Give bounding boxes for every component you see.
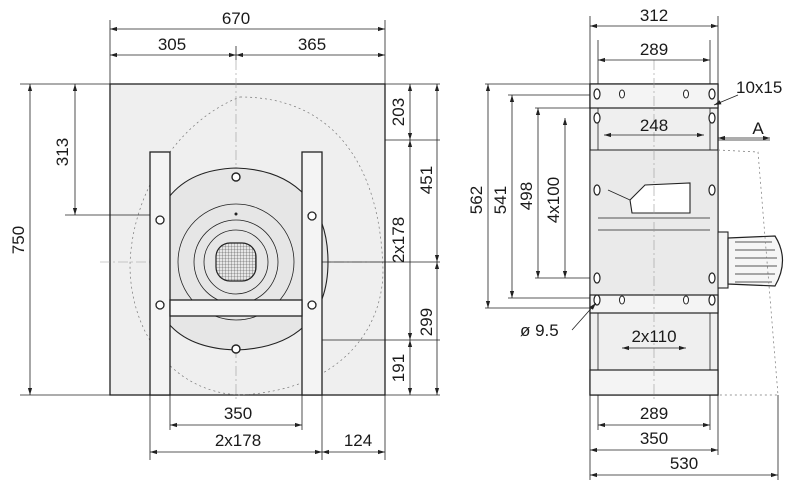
dim-overall-height: 750 xyxy=(9,226,28,254)
bolt-bottom xyxy=(231,344,241,354)
leg-left xyxy=(149,151,171,396)
dim-left-width: 305 xyxy=(158,35,186,54)
front-view: 670 305 365 750 313 203 451 2x178 299 19… xyxy=(9,9,440,460)
dim-holes: 4x100 xyxy=(544,177,563,223)
dim-right-width: 365 xyxy=(298,35,326,54)
envelope-outline xyxy=(717,149,779,396)
inlet-grille xyxy=(215,242,257,282)
dim-top-offset: 203 xyxy=(389,98,408,126)
dim-overall-width: 670 xyxy=(222,9,250,28)
motor xyxy=(717,231,784,289)
leg-bolt xyxy=(307,300,317,310)
dim-base-spacing: 2x178 xyxy=(215,431,261,450)
leg-right xyxy=(301,151,323,396)
dim-height-541: 541 xyxy=(491,186,510,214)
dim-bottom-offset: 191 xyxy=(389,354,408,382)
dim-height-562: 562 xyxy=(467,186,486,214)
inlet-ring-inner xyxy=(203,229,269,295)
dim-left-height: 313 xyxy=(53,138,72,166)
mounting-slots xyxy=(593,88,716,306)
inlet-ring-outer xyxy=(177,203,295,321)
dim-height-498: 498 xyxy=(517,182,536,210)
leg-bolt xyxy=(155,215,165,225)
dim-slot: 10x15 xyxy=(736,78,782,97)
dim-base-350: 350 xyxy=(640,429,668,448)
dim-base-width: 350 xyxy=(224,404,252,423)
dim-hole-diameter: ø 9.5 xyxy=(520,321,559,340)
side-view: 312 289 10x15 248 A 562 541 498 4x100 ø … xyxy=(467,6,784,480)
leg-bolt xyxy=(307,211,317,221)
dim-lower-height: 299 xyxy=(417,308,436,336)
bolt-top xyxy=(231,172,241,182)
dim-top-width: 312 xyxy=(640,6,668,25)
crossbar xyxy=(169,299,303,317)
scroll-outline xyxy=(129,96,384,396)
dim-inner-width: 289 xyxy=(640,40,668,59)
bolt-small-top xyxy=(234,212,238,216)
dim-base-289: 289 xyxy=(640,404,668,423)
dim-bolt-spacing: 2x178 xyxy=(389,217,408,263)
dim-bottom-holes: 2x110 xyxy=(631,327,676,346)
leg-bolt xyxy=(155,300,165,310)
label-a: A xyxy=(752,119,764,138)
dim-base-530: 530 xyxy=(670,454,698,473)
dim-right-height: 451 xyxy=(417,166,436,194)
dim-outlet-width: 248 xyxy=(640,116,668,135)
dim-base-right: 124 xyxy=(344,431,372,450)
outlet-nozzle xyxy=(629,182,691,214)
